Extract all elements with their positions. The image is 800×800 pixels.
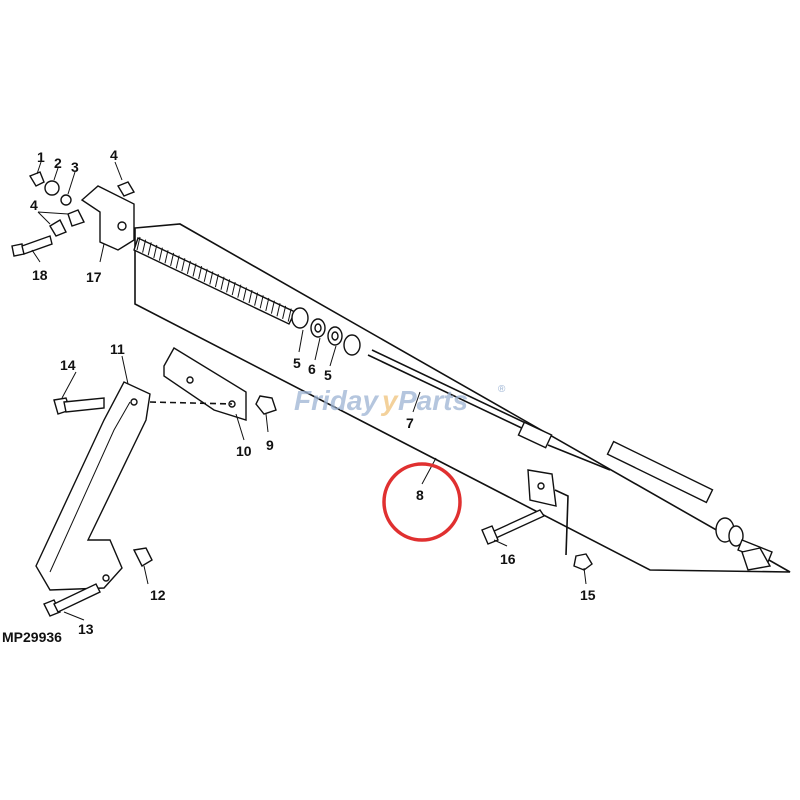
callout-4-left: 4 xyxy=(30,197,38,213)
spring-coil-turn xyxy=(209,271,214,285)
spring-coil-turn xyxy=(214,273,219,288)
watermark-logo: Friday y Parts ® xyxy=(294,384,506,416)
spring-coil-turn xyxy=(282,305,287,320)
callout-17: 17 xyxy=(86,269,102,285)
spring-coil-turn xyxy=(147,242,152,256)
spring-coil-turn xyxy=(203,268,208,282)
callout-8: 8 xyxy=(416,487,424,503)
callout-4-top: 4 xyxy=(110,147,118,163)
svg-text:y: y xyxy=(380,385,399,416)
callout-15: 15 xyxy=(580,587,596,603)
callout-18: 18 xyxy=(32,267,48,283)
spring-coil-turn xyxy=(287,308,292,322)
spring-coil-turn xyxy=(136,236,141,251)
callout-12: 12 xyxy=(150,587,166,603)
figure-code: MP29936 xyxy=(2,629,62,645)
spring-coil-turn xyxy=(192,263,197,277)
control-cable xyxy=(367,349,773,571)
callout-5-left: 5 xyxy=(293,355,301,371)
spring-coil-turn xyxy=(270,300,275,314)
callout-11: 11 xyxy=(110,341,125,357)
spring-coil-turn xyxy=(153,244,158,259)
spring-coil-turn xyxy=(248,289,253,304)
callout-2: 2 xyxy=(54,155,62,171)
leader-lines xyxy=(31,161,587,621)
svg-text:Parts: Parts xyxy=(398,385,468,416)
highlight-circle xyxy=(382,462,462,542)
spring-coil-turn xyxy=(220,276,225,290)
spring-coil-turn xyxy=(231,281,236,296)
callout-9: 9 xyxy=(266,437,274,453)
callout-5-right: 5 xyxy=(324,367,332,383)
spring-coil-turn xyxy=(142,239,147,253)
callout-10: 10 xyxy=(236,443,252,459)
spring-coil-turn xyxy=(175,255,180,269)
callout-7: 7 xyxy=(406,415,414,431)
spring-coil-turn xyxy=(158,247,163,261)
callout-13: 13 xyxy=(78,621,94,637)
assembly-frame xyxy=(134,223,791,573)
callout-3: 3 xyxy=(71,159,79,175)
spring-coil-turn xyxy=(242,287,247,301)
callout-6: 6 xyxy=(308,361,316,377)
cable-bracket xyxy=(481,469,593,571)
spring-coil-turn xyxy=(186,260,191,274)
spring-coil-turn xyxy=(181,258,186,272)
spring-coil-turn xyxy=(226,279,231,293)
callout-1: 1 xyxy=(37,149,45,165)
mounting-bracket xyxy=(149,347,277,421)
spring-coil-turn xyxy=(276,303,281,317)
spring-coil-turn xyxy=(254,292,259,306)
spring-coil-turn xyxy=(164,250,169,264)
lever-arm xyxy=(35,381,153,617)
spring-coil-turn xyxy=(259,295,264,309)
svg-text:Friday: Friday xyxy=(294,385,379,416)
spring-coil xyxy=(133,236,296,325)
spring-coil-turn xyxy=(170,252,175,267)
svg-text:®: ® xyxy=(498,384,506,395)
washer-stack xyxy=(291,307,361,356)
pivot-bracket xyxy=(11,171,136,257)
spring-coil-turn xyxy=(198,266,203,280)
spring-coil-turn xyxy=(265,297,270,312)
callout-16: 16 xyxy=(500,551,516,567)
callout-14: 14 xyxy=(60,357,76,373)
spring-coil-turn xyxy=(237,284,242,298)
